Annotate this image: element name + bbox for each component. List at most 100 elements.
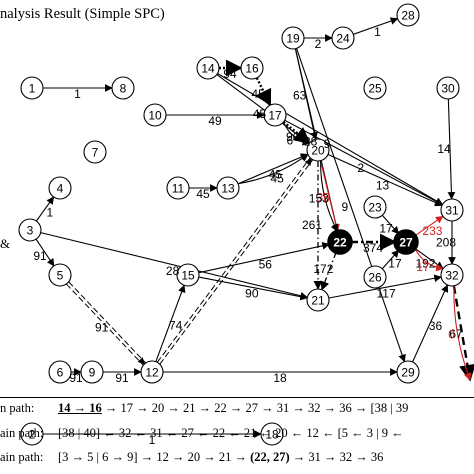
edge-label: 153: [309, 191, 329, 205]
edge-label: 28: [304, 134, 318, 148]
edge-23-27: [381, 214, 400, 235]
path-line-3: ain path: [3 → 5 | 6 → 9] → 12 → 20 → 21 …: [0, 450, 383, 465]
edge-17-31: [284, 119, 443, 206]
node-circle: [440, 263, 464, 287]
edge-label: 172: [313, 262, 333, 276]
node-label: 3: [27, 224, 34, 238]
node-label: 6: [57, 366, 64, 380]
edge-26-27: [381, 249, 400, 270]
node-label: 17: [268, 109, 282, 123]
node-6: 6: [48, 360, 72, 384]
node-circle: [80, 360, 104, 384]
node-label: 8: [120, 82, 127, 96]
edge-13-20: [238, 153, 309, 185]
edges-layer: [35, 17, 474, 438]
node-label: 23: [368, 201, 382, 215]
edge-label: 94: [223, 67, 237, 81]
edge-5-12: [66, 283, 144, 366]
edge-label: 374: [363, 241, 383, 255]
node-label: 24: [336, 32, 350, 46]
node-circle: [18, 218, 42, 242]
node-circle: [216, 176, 240, 200]
node-13: 13: [216, 176, 240, 200]
edge-19-29: [296, 48, 406, 363]
edge-12-20: [159, 159, 314, 365]
node-14: 14: [196, 56, 220, 80]
edge-label: 1: [149, 433, 156, 447]
edge-label: 0: [448, 328, 455, 342]
node-27: 27: [393, 229, 419, 255]
path-sequence: [38 | 40] ← 32 ← 31 ← 27 ← 22 ← 21 ← 20 …: [58, 426, 404, 440]
edge-label: 28: [166, 264, 180, 278]
node-circle: [363, 195, 387, 219]
path-key-edge: (22, 27): [250, 450, 290, 464]
node-circle: [327, 229, 353, 255]
edge-12-15: [155, 284, 186, 362]
edge-27-31: [414, 215, 444, 237]
node-label: 11: [172, 182, 185, 196]
node-20: 20: [306, 138, 330, 162]
edge-14-31: [217, 73, 444, 205]
node-circle: [436, 76, 460, 100]
edge-label: 91: [95, 321, 109, 335]
edge-label: 45: [269, 168, 283, 182]
edge-label: 35: [316, 190, 330, 204]
edge-label: 91: [69, 371, 83, 385]
edge-label: 91: [115, 371, 129, 385]
edge-22-21: [320, 252, 337, 291]
edge-label: 74: [169, 319, 183, 333]
edge-24-28: [353, 17, 399, 35]
node-label: 31: [445, 204, 459, 218]
node-circle: [83, 140, 107, 164]
edge-17-20: [283, 121, 311, 146]
node-label: 21: [311, 294, 325, 308]
node-16: 16: [240, 56, 264, 80]
path-sequence: [3 → 5 | 6 → 9] → 12 → 20 → 21 →: [58, 450, 251, 464]
node-circle: [166, 176, 190, 200]
node-5: 5: [48, 263, 72, 287]
node-circle: [48, 263, 72, 287]
node-circle: [176, 263, 200, 287]
node-label: 29: [401, 366, 415, 380]
edge-label: 17: [416, 260, 430, 274]
edge-label: 1: [47, 205, 54, 219]
node-label: 15: [181, 269, 195, 283]
node-28: 28: [396, 3, 420, 27]
node-12: 12: [140, 360, 164, 384]
node-label: 26: [368, 271, 382, 285]
nodes-layer: 1234567891011121314151617181920212223242…: [18, 3, 464, 446]
node-21: 21: [306, 288, 330, 312]
path-sequence: → 17 → 20 → 21 → 22 → 27 → 31 → 32 → 36 …: [101, 401, 409, 415]
edge-label: 45: [270, 172, 284, 186]
edge-3-21: [40, 232, 309, 300]
edge-label: 45: [196, 187, 210, 201]
node-circle: [240, 56, 264, 80]
node-circle: [143, 103, 167, 127]
path-line-1: n path:14 → 16 → 17 → 20 → 21 → 22 → 27 …: [0, 401, 408, 416]
edge-label: 2: [315, 37, 322, 51]
node-23: 23: [363, 195, 387, 219]
node-25: 25: [363, 76, 387, 100]
node-29: 29: [396, 360, 420, 384]
node-label: 20: [311, 144, 325, 158]
side-mark: &: [0, 236, 11, 251]
node-11: 11: [166, 176, 190, 200]
edge-3-5: [35, 238, 55, 267]
edge-label: 14: [437, 142, 451, 156]
edge-label: 18: [273, 371, 287, 385]
edge-20-31: [327, 153, 443, 207]
path-label: ain path:: [0, 426, 44, 440]
node-15: 15: [176, 263, 200, 287]
path-label: ain path:: [0, 450, 44, 464]
edge-label: 233: [422, 224, 442, 238]
edge-label: 36: [429, 319, 443, 333]
figure-title: nalysis Result (Simple SPC): [0, 6, 165, 22]
edge-3-4: [35, 196, 55, 222]
node-label: 32: [445, 269, 459, 283]
edge-label: 1: [374, 25, 381, 39]
node-22: 22: [327, 229, 353, 255]
edge-label: 208: [436, 236, 456, 250]
